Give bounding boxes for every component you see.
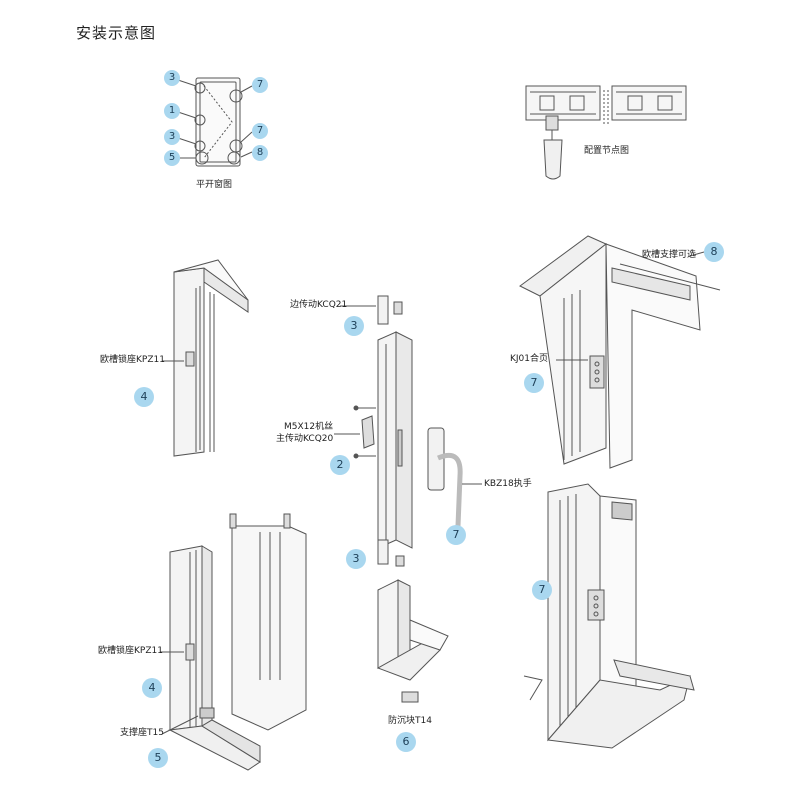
badge-7: 7 (532, 580, 552, 600)
badge-3: 3 (344, 316, 364, 336)
badge-6: 6 (396, 732, 416, 752)
badge-2: 2 (330, 455, 350, 475)
badge-5: 5 (148, 748, 168, 768)
euro-stay-optional-label: 欧槽支撑可选 (642, 250, 697, 260)
node-config-diagram-label: 配置节点图 (584, 146, 630, 156)
main-transmission-label: 主传动KCQ20 (276, 434, 334, 444)
side-transmission-label: 边传动KCQ21 (290, 300, 348, 310)
hinge-label: KJ01合页 (510, 354, 549, 364)
node-configuration-drawing (525, 85, 687, 180)
badge-8: 8 (704, 242, 724, 262)
euro-lock-seat-label-bottom: 欧槽锁座KPZ11 (98, 646, 163, 656)
page-title: 安装示意图 (76, 24, 157, 42)
badge-5: 5 (164, 150, 180, 166)
badge-7: 7 (252, 123, 268, 139)
badge-7: 7 (524, 373, 544, 393)
hinge-frame-drawing (519, 235, 721, 469)
casement-window-diagram-label: 平开窗图 (196, 180, 233, 190)
badge-8: 8 (252, 145, 268, 161)
badge-3: 3 (164, 129, 180, 145)
badge-7: 7 (446, 525, 466, 545)
badge-4: 4 (134, 387, 154, 407)
sash-hinge-drawing (523, 483, 695, 749)
handle-label: KBZ18执手 (484, 479, 532, 489)
anti-sink-block-label: 防沉块T14 (388, 716, 432, 726)
support-seat-label: 支撑座T15 (120, 728, 164, 738)
corner-support-drawing (160, 513, 307, 771)
euro-lock-seat-label-top: 欧槽锁座KPZ11 (100, 355, 165, 365)
transmission-drawing (334, 295, 482, 567)
badge-7: 7 (252, 77, 268, 93)
screw-label: M5X12机丝 (284, 422, 334, 432)
badge-3: 3 (164, 70, 180, 86)
badge-1: 1 (164, 103, 180, 119)
casement-window-thumbnail (177, 77, 253, 167)
profile-drawing-4 (162, 259, 249, 457)
badge-4: 4 (142, 678, 162, 698)
anti-sink-drawing (376, 579, 449, 703)
badge-3: 3 (346, 549, 366, 569)
